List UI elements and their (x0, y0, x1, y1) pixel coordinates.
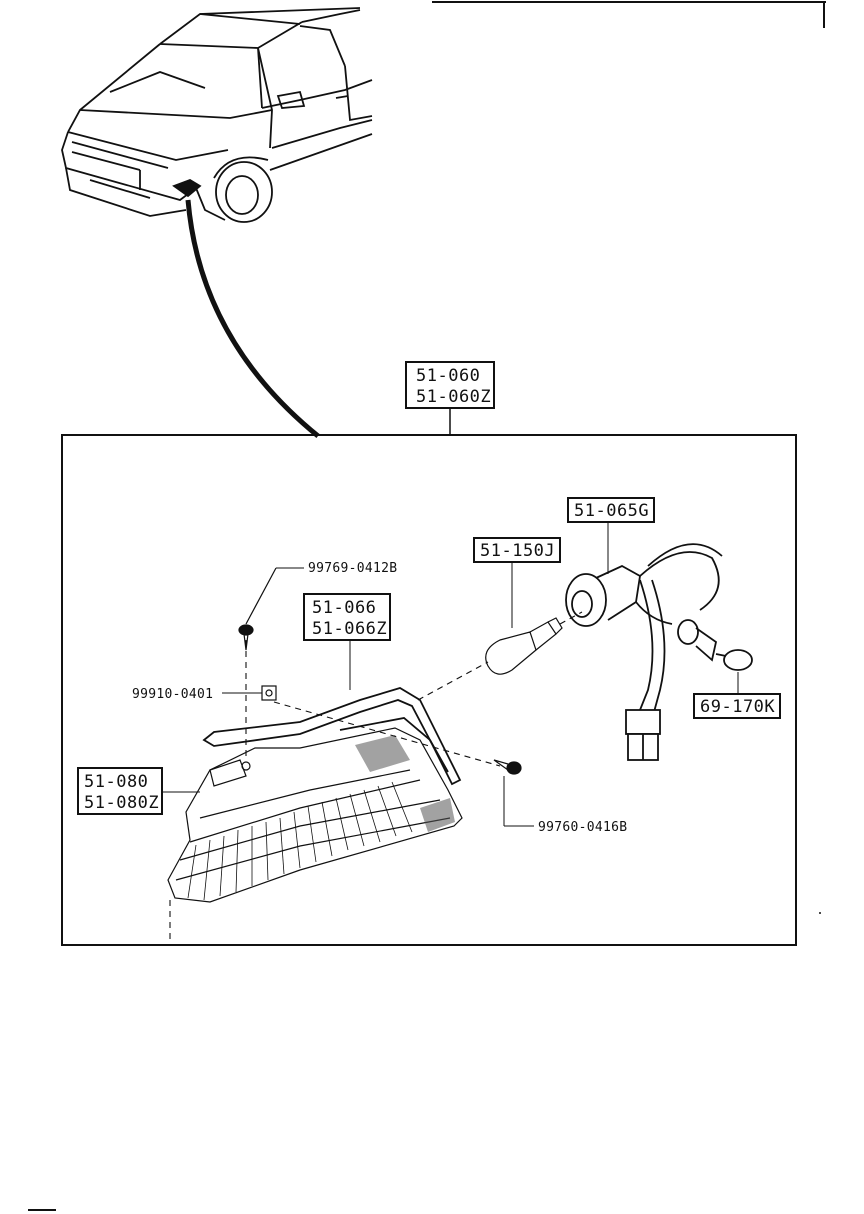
gasket-label: 51-066 51-066Z (303, 593, 391, 690)
dashed-line-bulb (417, 661, 489, 701)
screw-right-part (493, 759, 522, 775)
detail-frame (61, 434, 797, 946)
nut-part (261, 685, 277, 701)
gasket-strip (202, 687, 462, 786)
side-bulb-label-text: 69-170K (700, 697, 775, 717)
lens-label-line1: 51-080 (84, 772, 148, 792)
leader-curve (185, 199, 320, 438)
gasket-label-line1: 51-066 (312, 598, 376, 618)
screw-right-label: 99760-0416B (538, 820, 627, 835)
socket-label-text: 51-065G (574, 501, 649, 521)
screw-top-part (238, 567, 277, 651)
bulb-label: 51-150J (473, 537, 561, 628)
lens-label: 51-080 51-080Z (77, 767, 200, 815)
assembly-label-line1: 51-060 (416, 366, 480, 386)
gasket-label-line2: 51-066Z (312, 619, 387, 639)
assembly-label-line2: 51-060Z (416, 387, 491, 407)
socket-label: 51-065G (567, 497, 655, 574)
side-bulb-label: 69-170K (693, 672, 781, 719)
screw-top-label: 99769-0412B (308, 561, 397, 576)
lens-label-line2: 51-080Z (84, 793, 159, 813)
lens-housing (167, 727, 463, 903)
assembly-label: 51-060 51-060Z (405, 361, 495, 436)
nut-label: 99910-0401 (132, 687, 213, 702)
socket-harness-part (565, 543, 753, 761)
car-illustration (61, 7, 373, 223)
page-header-rule (432, 1, 826, 28)
stray-dot (819, 912, 821, 914)
bulb-part (485, 617, 563, 675)
bulb-label-text: 51-150J (480, 541, 555, 561)
